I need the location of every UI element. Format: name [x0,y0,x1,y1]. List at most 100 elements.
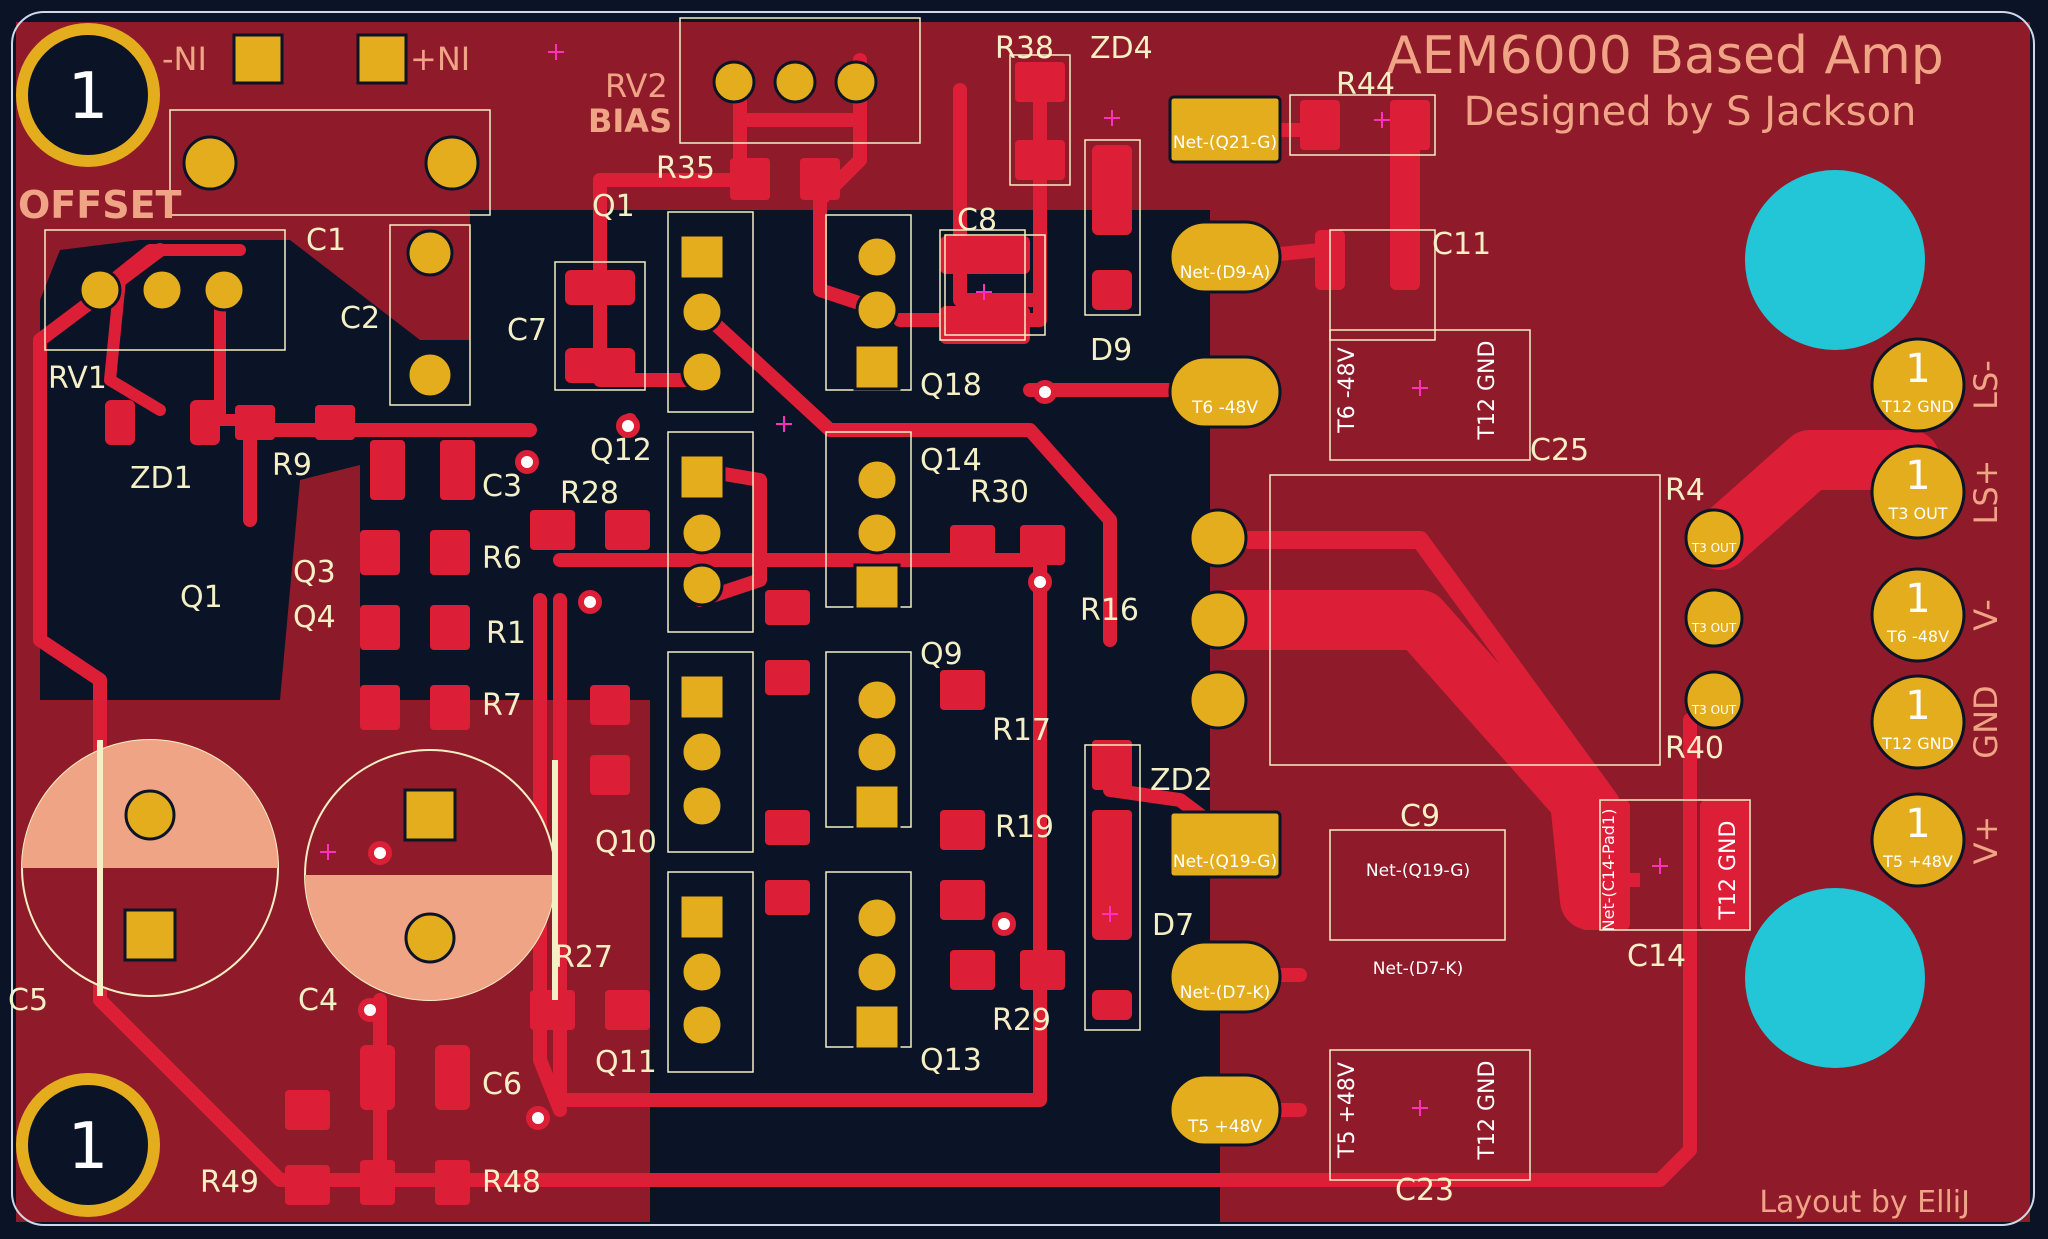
oval-pads[interactable] [1168,220,1282,1147]
refdes-q4: Q4 [293,600,336,635]
refdes-r28: R28 [560,476,619,511]
label-ni-left: -NI [162,40,207,78]
refdes-c23: C23 [1395,1173,1454,1208]
fill-cutouts [40,210,1210,1220]
vias [358,380,1057,1130]
refdes-r35: R35 [656,151,715,186]
conn-v-minus-net: T6 -48V [1886,627,1949,646]
pad-t5-rot-label: T5 +48V [1335,1062,1360,1159]
pad-q21g-label: Net-(Q21-G) [1173,133,1277,153]
refdes-r27: R27 [554,940,613,975]
pad-t3-2-label: T3 OUT [1691,621,1737,635]
refdes-labels: C1 C2 C3 C4 C5 C6 C7 C8 C9 C11 C14 C23 C… [8,31,1724,1208]
refdes-r9: R9 [272,448,312,483]
refdes-r49: R49 [200,1165,259,1200]
refdes-c1: C1 [306,223,346,258]
refdes-q9: Q9 [920,637,963,672]
pad-t5-label: T5 +48V [1187,1117,1262,1137]
label-offset: OFFSET [18,183,182,227]
mounting-hole-top[interactable] [1745,170,1925,350]
fiducial-top-label: 1 [68,60,109,134]
refdes-c7: C7 [507,313,547,348]
conn-gnd-net: T12 GND [1881,734,1954,753]
refdes-c11: C11 [1432,227,1491,262]
board-credit: Layout by ElliJ [1759,1185,1970,1220]
board-outline [11,11,2035,1226]
pad-t3-3-label: T3 OUT [1691,703,1737,717]
connector-label-v-plus: V+ [1967,816,2005,865]
smd-pads [105,62,1750,1205]
refdes-c6: C6 [482,1067,522,1102]
refdes-r38: R38 [995,31,1054,66]
refdes-zd1: ZD1 [130,461,193,496]
output-connector-pads[interactable] [1870,337,1966,888]
refdes-r17: R17 [992,713,1051,748]
refdes-r40: R40 [1665,731,1724,766]
refdes-d9: D9 [1090,333,1132,368]
connector-label-v-minus: V- [1967,599,2005,631]
pad-t3-1-label: T3 OUT [1691,541,1737,555]
pad-c9-1-label: Net-(Q19-G) [1366,861,1470,881]
connector-label-ls-minus: LS- [1967,360,2005,410]
conn-v-plus-net: T5 +48V [1882,852,1953,871]
refdes-q18: Q18 [920,368,982,403]
refdes-c3: C3 [482,469,522,504]
refdes-r1: R1 [486,616,526,651]
smd-part-bodies [44,17,1751,1181]
fiducial-bottom: 1 [16,1073,160,1217]
refdes-q14: Q14 [920,443,982,478]
label-rv2: RV2 [605,67,668,105]
pad-t12-rot-label-2: T12 GND [1716,821,1741,921]
square-pads[interactable] [123,33,1282,1051]
label-bias: BIAS [588,102,672,140]
refdes-q10: Q10 [595,825,657,860]
refdes-c25: C25 [1530,433,1589,468]
pad-t12-rot-label-1: T12 GND [1475,341,1500,441]
connector-label-ls-plus: LS+ [1967,460,2005,525]
refdes-r7: R7 [482,688,522,723]
refdes-r6: R6 [482,541,522,576]
refdes-zd4: ZD4 [1090,31,1153,66]
refdes-r29: R29 [992,1003,1051,1038]
pad-q19g-label: Net-(Q19-G) [1173,852,1277,872]
refdes-r16: R16 [1080,593,1139,628]
conn-ls-plus-net: T3 OUT [1887,504,1947,523]
pad-net-labels-rotated: T6 -48V T12 GND T12 GND T5 +48V T12 GND … [1335,341,1741,1161]
pad-c14-rot-label: Net-(C14-Pad1) [1599,809,1618,932]
conn-v-plus-pin: 1 [1905,801,1930,847]
pad-t12-rot-label-3: T12 GND [1475,1061,1500,1161]
through-hole-pads[interactable] [78,60,1744,1047]
conn-ls-minus-pin: 1 [1905,346,1930,392]
mounting-hole-bottom[interactable] [1745,888,1925,1068]
connector-labels: LS- LS+ V- GND V+ [1967,360,2005,864]
pad-t6-label: T6 -48V [1191,398,1258,418]
pad-d9a-label: Net-(D9-A) [1180,263,1271,283]
fiducial-bottom-label: 1 [68,1110,109,1184]
conn-ls-plus-pin: 1 [1905,453,1930,499]
refdes-r4x: R4 [1665,473,1705,508]
refdes-r30: R30 [970,475,1029,510]
refdes-c14: C14 [1627,939,1686,974]
pad-d7k-label: Net-(D7-K) [1180,983,1270,1003]
refdes-d7: D7 [1152,908,1194,943]
connector-pad-text: 1 T12 GND 1 T3 OUT 1 T6 -48V 1 T12 GND 1… [1881,346,1954,871]
refdes-c9: C9 [1400,799,1440,834]
connector-label-gnd: GND [1967,685,2005,758]
refdes-q13: Q13 [920,1043,982,1078]
pad-net-labels: Net-(Q21-G) Net-(D9-A) T6 -48V Net-(Q19-… [1173,133,1737,1137]
refdes-q3: Q3 [293,555,336,590]
conn-v-minus-pin: 1 [1905,576,1930,622]
conn-ls-minus-net: T12 GND [1881,397,1954,416]
refdes-c4: C4 [298,983,338,1018]
label-ni-right: +NI [410,40,470,78]
refdes-c2: C2 [340,301,380,336]
refdes-r48: R48 [482,1165,541,1200]
refdes-r19: R19 [995,810,1054,845]
refdes-q1-top: Q1 [592,189,635,224]
refdes-q11: Q11 [595,1045,657,1080]
board-subtitle: Designed by S Jackson [1464,89,1917,135]
refdes-q1: Q1 [180,580,223,615]
refdes-q12: Q12 [590,433,652,468]
conn-gnd-pin: 1 [1905,683,1930,729]
